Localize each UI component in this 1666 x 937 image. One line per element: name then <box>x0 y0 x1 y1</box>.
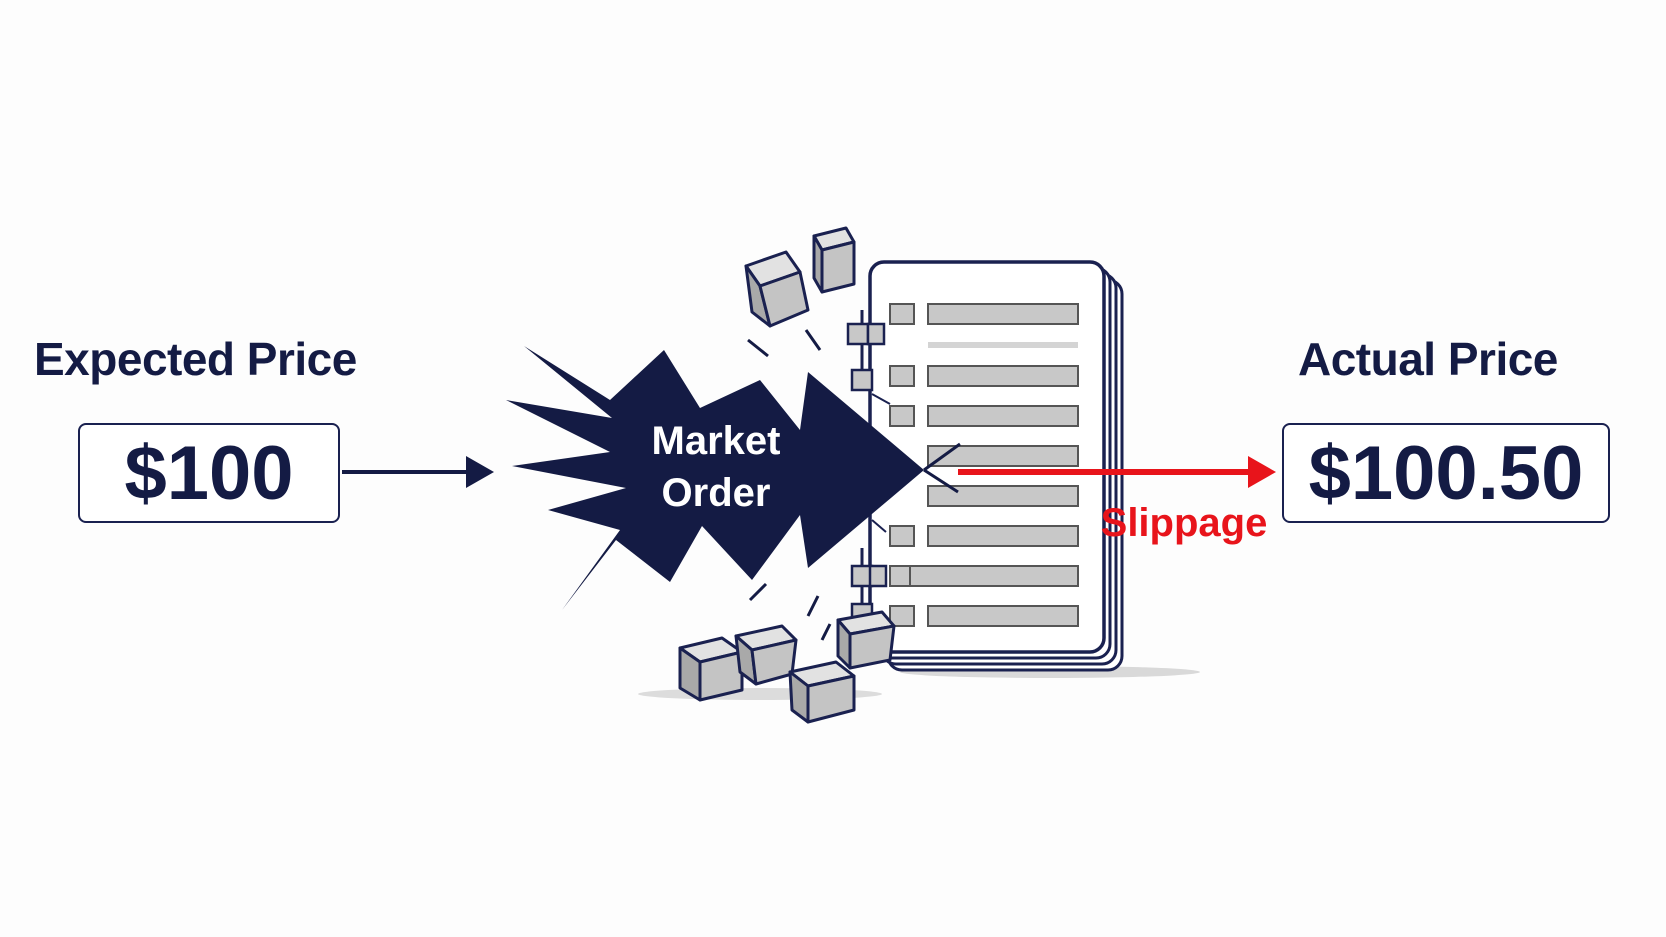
cube-icon-group <box>678 226 896 724</box>
market-order-line1: Market <box>652 419 781 463</box>
cube-icon <box>734 624 798 686</box>
market-order-line2: Order <box>662 471 771 515</box>
expected-price-box: $100 <box>78 423 340 523</box>
cube-icon <box>678 636 744 702</box>
slippage-label: Slippage <box>1101 501 1268 545</box>
actual-price-value: $100.50 <box>1308 430 1584 516</box>
cube-icon <box>812 226 856 294</box>
cube-icon <box>744 250 810 328</box>
expected-price-value: $100 <box>124 430 294 516</box>
debris-lines <box>747 329 832 641</box>
cube-icon <box>788 660 856 724</box>
actual-price-box: $100.50 <box>1282 423 1610 523</box>
expected-to-order-arrow <box>342 456 494 488</box>
actual-price-label: Actual Price <box>1298 333 1558 385</box>
expected-price-label: Expected Price <box>34 333 357 385</box>
slippage-arrow: Slippage <box>958 456 1276 545</box>
order-book-rows <box>889 303 1079 627</box>
cube-icon <box>836 610 896 670</box>
burst-arrow-icon: Market Order <box>506 346 961 610</box>
